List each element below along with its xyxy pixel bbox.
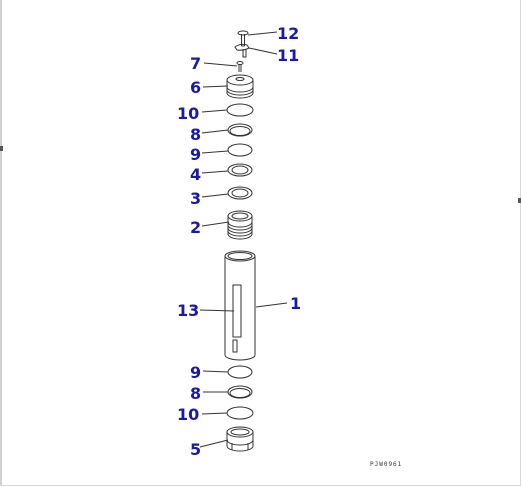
callout-12: 12 bbox=[277, 24, 299, 43]
callout-6: 6 bbox=[190, 78, 201, 97]
part-oring-10-lower bbox=[226, 406, 254, 420]
part-washer-4 bbox=[227, 163, 253, 177]
part-ring-8-lower bbox=[227, 385, 253, 399]
part-bushing-2 bbox=[227, 210, 253, 240]
part-oring-9-lower bbox=[227, 365, 253, 379]
part-slot-13 bbox=[232, 284, 242, 338]
callout-3: 3 bbox=[190, 189, 201, 208]
callout-5: 5 bbox=[190, 440, 201, 459]
part-oring-9-upper bbox=[227, 143, 253, 157]
callout-10-upper: 10 bbox=[177, 104, 199, 123]
callout-9-upper: 9 bbox=[190, 145, 201, 164]
part-washer-3 bbox=[227, 186, 253, 200]
drawing-code: PJW0961 bbox=[370, 461, 402, 468]
callout-8-lower: 8 bbox=[190, 384, 201, 403]
part-ring-8-upper bbox=[227, 123, 253, 137]
callout-7: 7 bbox=[190, 54, 201, 73]
callout-9-lower: 9 bbox=[190, 363, 201, 382]
callout-10-lower: 10 bbox=[177, 405, 199, 424]
part-oring-10-upper bbox=[226, 103, 254, 117]
callout-1: 1 bbox=[290, 294, 301, 313]
right-edge-marker bbox=[518, 198, 521, 203]
left-edge-marker bbox=[0, 146, 3, 151]
callout-4: 4 bbox=[190, 165, 201, 184]
leader-lines bbox=[199, 31, 288, 448]
callout-13: 13 bbox=[177, 301, 199, 320]
part-screw-7 bbox=[236, 61, 244, 72]
part-cylinder-1 bbox=[224, 250, 256, 361]
callout-8-upper: 8 bbox=[190, 125, 201, 144]
part-nut-5 bbox=[226, 426, 254, 452]
part-cap-6 bbox=[226, 74, 254, 99]
callout-11: 11 bbox=[277, 46, 299, 65]
part-bolt-12 bbox=[237, 30, 249, 47]
viewer-left-border bbox=[0, 0, 2, 486]
callout-2: 2 bbox=[190, 218, 201, 237]
